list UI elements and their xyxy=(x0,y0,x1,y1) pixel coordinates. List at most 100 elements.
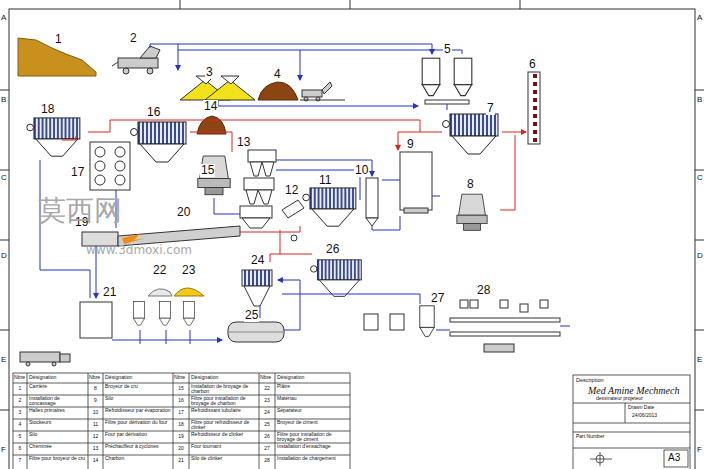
callout-number: 5 xyxy=(443,43,452,56)
callout-number: 7 xyxy=(486,102,495,115)
zone-letter: A xyxy=(697,14,702,23)
table-cell: 17 xyxy=(173,410,189,416)
callout-number: 1 xyxy=(54,33,63,46)
table-cell: Séparateur xyxy=(277,408,348,413)
callout-number: 16 xyxy=(146,106,161,119)
table-cell: 14 xyxy=(88,458,103,464)
table-cell: 22 xyxy=(259,386,275,392)
table-cell: 6 xyxy=(13,446,27,452)
table-cell: Carrière xyxy=(29,384,86,389)
title-field: Drawn Date xyxy=(628,405,654,411)
callout-number: 20 xyxy=(176,206,191,219)
table-cell: 12 xyxy=(88,434,103,440)
callout-number: 18 xyxy=(40,103,55,116)
watermark: www.3dmoxi.com xyxy=(86,244,192,257)
title-field: 24/06/2013 xyxy=(632,413,657,419)
table-cell: Four par dérivation xyxy=(105,432,186,437)
table-cell: 13 xyxy=(88,446,103,452)
zone-letter: D xyxy=(697,252,703,261)
table-cell: 20 xyxy=(173,446,189,452)
callout-number: 28 xyxy=(476,284,491,297)
table-cell: 23 xyxy=(259,398,275,404)
zone-letter: D xyxy=(1,252,7,261)
table-cell: Refroidissant tubulaire xyxy=(191,408,257,413)
callout-number: 17 xyxy=(70,166,85,179)
table-cell: 10 xyxy=(88,410,103,416)
table-cell: Installation de broyage de charbon xyxy=(191,384,257,395)
table-header: Nbre xyxy=(14,375,25,381)
callout-number: 12 xyxy=(284,184,299,197)
callout-number: 11 xyxy=(318,174,332,187)
callout-number: 13 xyxy=(236,136,251,149)
callout-number: 9 xyxy=(406,138,415,151)
table-cell: Broyeur de cru xyxy=(105,384,186,389)
table-cell: Refroidisseur de clinker xyxy=(191,432,257,437)
callout-number: 10 xyxy=(354,164,369,177)
table-cell: 26 xyxy=(259,434,275,440)
table-cell: Filtre pour broyeur de cru xyxy=(29,456,86,461)
zone-letter: C xyxy=(697,174,703,183)
table-cell: 19 xyxy=(173,434,189,440)
table-cell: Préchauffeur à cyclones xyxy=(105,444,186,449)
callout-number: 27 xyxy=(430,292,445,305)
zone-letter: B xyxy=(1,96,6,105)
callout-number: 8 xyxy=(466,178,475,191)
table-header: Désignation xyxy=(105,375,132,381)
zone-letter: F xyxy=(1,446,6,455)
table-cell: 25 xyxy=(259,422,275,428)
zone-letter: E xyxy=(1,356,6,365)
callout-number: 14 xyxy=(203,100,218,113)
table-cell: 7 xyxy=(13,458,27,464)
table-cell: Four tournant xyxy=(191,444,257,449)
table-cell: Silo xyxy=(29,432,86,437)
table-cell: Installation de concassage xyxy=(29,396,86,407)
callout-number: 15 xyxy=(200,164,215,177)
table-cell: Filtre pour installation de broyage de c… xyxy=(191,396,257,407)
table-cell: Plâtre xyxy=(277,384,348,389)
table-cell: Stockeurs xyxy=(29,420,86,425)
table-cell: 1 xyxy=(13,386,27,392)
zone-letter: C xyxy=(1,174,7,183)
table-cell: 27 xyxy=(259,446,275,452)
table-cell: Matériau xyxy=(277,396,348,401)
callout-number: 21 xyxy=(102,286,117,299)
table-cell: Installation d'ensachage xyxy=(277,444,348,449)
sheet-size: A3 xyxy=(668,452,680,463)
table-header: Désignation xyxy=(277,375,304,381)
callout-number: 23 xyxy=(181,264,196,277)
table-header: Nbre xyxy=(89,375,100,381)
table-cell: 11 xyxy=(88,422,103,428)
table-cell: Charbon xyxy=(105,456,186,461)
callout-number: 3 xyxy=(205,66,214,79)
table-cell: Broyeur de ciment xyxy=(277,420,348,425)
zone-letter: B xyxy=(697,96,702,105)
table-cell: 28 xyxy=(259,458,275,464)
callout-number: 4 xyxy=(273,68,282,81)
table-cell: Refroidisseur par évaporation xyxy=(105,408,186,413)
table-cell: Cheminée xyxy=(29,444,86,449)
table-header: Désignation xyxy=(191,375,218,381)
title-field: Part Number xyxy=(576,434,604,440)
author-name: Med Amine Mechmech xyxy=(588,385,679,396)
callout-number: 2 xyxy=(129,32,138,45)
table-cell: 3 xyxy=(13,410,27,416)
title-field: dessinateur projeteur xyxy=(596,396,643,402)
watermark: 莫西网 xyxy=(38,196,122,227)
callout-number: 25 xyxy=(244,309,259,322)
zone-letter: A xyxy=(1,14,6,23)
table-cell: Halles primaires xyxy=(29,408,86,413)
table-cell: 9 xyxy=(88,398,103,404)
zone-letter: E xyxy=(697,356,702,365)
callout-number: 26 xyxy=(325,243,340,256)
callout-number: 24 xyxy=(250,254,265,267)
title-field: Description xyxy=(576,377,604,383)
table-cell: 4 xyxy=(13,422,27,428)
table-cell: 21 xyxy=(173,458,189,464)
table-cell: Installation de chargement xyxy=(277,456,348,461)
table-cell: 18 xyxy=(173,422,189,428)
table-cell: Filtre pour installation de broyage de c… xyxy=(277,432,348,443)
table-header: Nbre xyxy=(260,375,271,381)
table-cell: Filtre pour refroidisseur de clinker xyxy=(191,420,257,431)
table-cell: 16 xyxy=(173,398,189,404)
callout-number: 6 xyxy=(528,58,537,71)
